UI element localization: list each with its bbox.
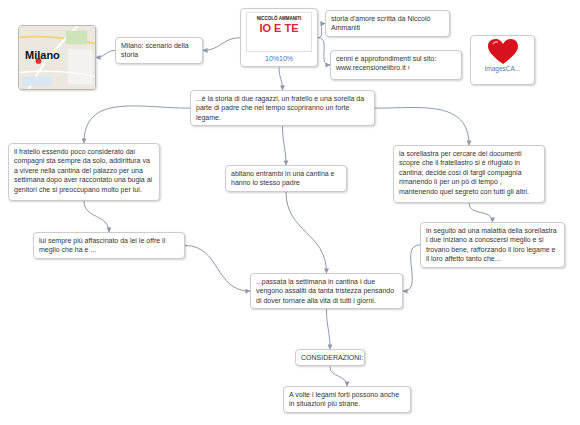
connector bbox=[327, 309, 331, 349]
node-text: CONSIDERAZIONI: bbox=[301, 353, 359, 362]
topic-box: ...passata la settimana in cantina i due… bbox=[250, 273, 403, 309]
node-text: Milano: scenario della storia bbox=[121, 41, 197, 60]
topic-box: CONSIDERAZIONI: bbox=[295, 349, 365, 366]
topic-box: la sorellastra per cercare dei documenti… bbox=[393, 145, 545, 203]
connector bbox=[318, 38, 330, 65]
heart-image: imagesCA... bbox=[470, 35, 535, 85]
node-text: 10%10% bbox=[244, 54, 314, 63]
node-text: NICCOLÒ AMMANITI bbox=[247, 17, 311, 22]
node-text: IO E TE bbox=[247, 22, 311, 35]
node-text: ...passata la settimana in cantina i due… bbox=[256, 277, 397, 305]
node-text: imagesCA... bbox=[474, 65, 531, 74]
connector bbox=[185, 246, 250, 292]
connector bbox=[84, 106, 190, 143]
connector bbox=[375, 108, 469, 145]
topic-box: in seguito ad una malattia della sorella… bbox=[420, 222, 565, 268]
connector bbox=[330, 366, 347, 386]
topic-box: lui sempre più affascinato da lei le off… bbox=[33, 232, 185, 259]
connector bbox=[286, 192, 327, 273]
cover: NICCOLÒ AMMANITIIO E TE bbox=[246, 12, 312, 52]
topic-box: ...è la storia di due ragazzi, un fratel… bbox=[190, 90, 375, 126]
connector bbox=[84, 201, 109, 232]
topic-box: Milano: scenario della storia bbox=[115, 37, 203, 64]
book-cover-image: NICCOLÒ AMMANITIIO E TE 10%10% bbox=[240, 8, 318, 67]
node-text: Milano bbox=[25, 48, 60, 63]
connector bbox=[469, 203, 493, 222]
connector bbox=[403, 245, 420, 291]
connector bbox=[279, 67, 283, 90]
topic-box: cenni e approfondimenti sul sito: www.re… bbox=[330, 50, 462, 80]
topic-box: storia d'amore scritta da Niccolò Ammani… bbox=[325, 10, 450, 37]
node-text: cenni e approfondimenti sul sito: www.re… bbox=[336, 54, 456, 73]
node-text: in seguito ad una malattia della sorella… bbox=[426, 226, 559, 264]
node-text: ...è la storia di due ragazzi, un fratel… bbox=[196, 94, 369, 122]
heart-symbol bbox=[488, 39, 518, 65]
connector bbox=[318, 23, 325, 37]
connector bbox=[283, 126, 287, 165]
node-text: abitano entrambi in una cantina e hanno … bbox=[231, 169, 341, 188]
connector bbox=[96, 50, 115, 57]
node-text: il fratello essendo poco considerato dai… bbox=[14, 147, 154, 194]
topic-box: A volte i legami forti possono anche in … bbox=[283, 386, 411, 413]
map-image: Milano bbox=[18, 25, 96, 90]
node-text: lui sempre più affascinato da lei le off… bbox=[39, 236, 179, 255]
node-text: storia d'amore scritta da Niccolò Ammani… bbox=[331, 14, 444, 33]
node-text: la sorellastra per cercare dei documenti… bbox=[399, 149, 539, 196]
connector bbox=[203, 38, 240, 51]
topic-box: il fratello essendo poco considerato dai… bbox=[8, 143, 160, 201]
node-text: A volte i legami forti possono anche in … bbox=[289, 390, 405, 409]
topic-box: abitano entrambi in una cantina e hanno … bbox=[225, 165, 347, 192]
